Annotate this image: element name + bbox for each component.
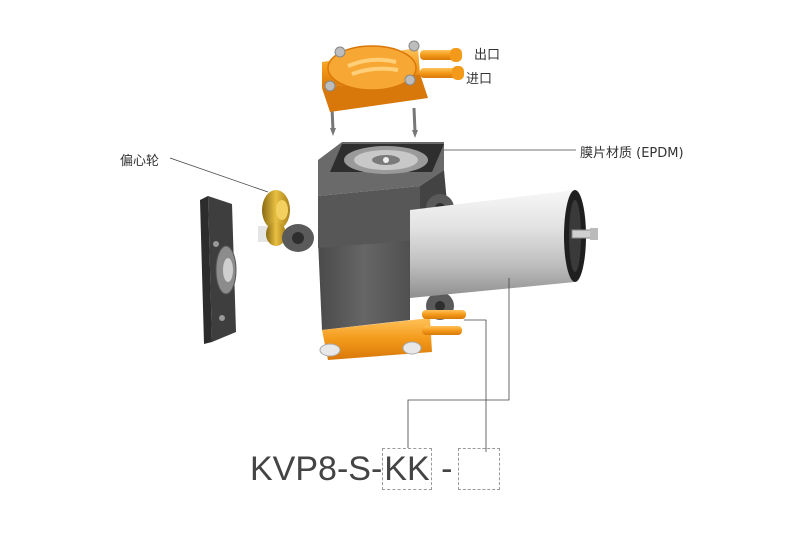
eccentric-wheel — [258, 190, 290, 246]
diaphragm-material-label: 膜片材质 (EPDM) — [580, 146, 684, 161]
inlet-label: 进口 — [466, 72, 493, 87]
model-separator: - — [441, 450, 453, 488]
leader-eccentric — [169, 157, 269, 193]
pump-head-top — [322, 40, 464, 138]
model-prefix: KVP8-S- — [250, 450, 383, 488]
model-code: KVP8-S-KK - — [250, 448, 501, 490]
motor — [410, 190, 598, 298]
eccentric-wheel-label: 偏心轮 — [120, 154, 160, 169]
pump-body — [282, 142, 466, 360]
leader-code2 — [464, 319, 487, 452]
outlet-label: 出口 — [474, 48, 501, 63]
leader-lines — [169, 149, 576, 452]
leader-code1 — [407, 278, 510, 448]
model-code-slot-1: KK — [382, 448, 432, 490]
back-plate — [200, 196, 237, 344]
model-code-slot-2 — [458, 448, 501, 490]
